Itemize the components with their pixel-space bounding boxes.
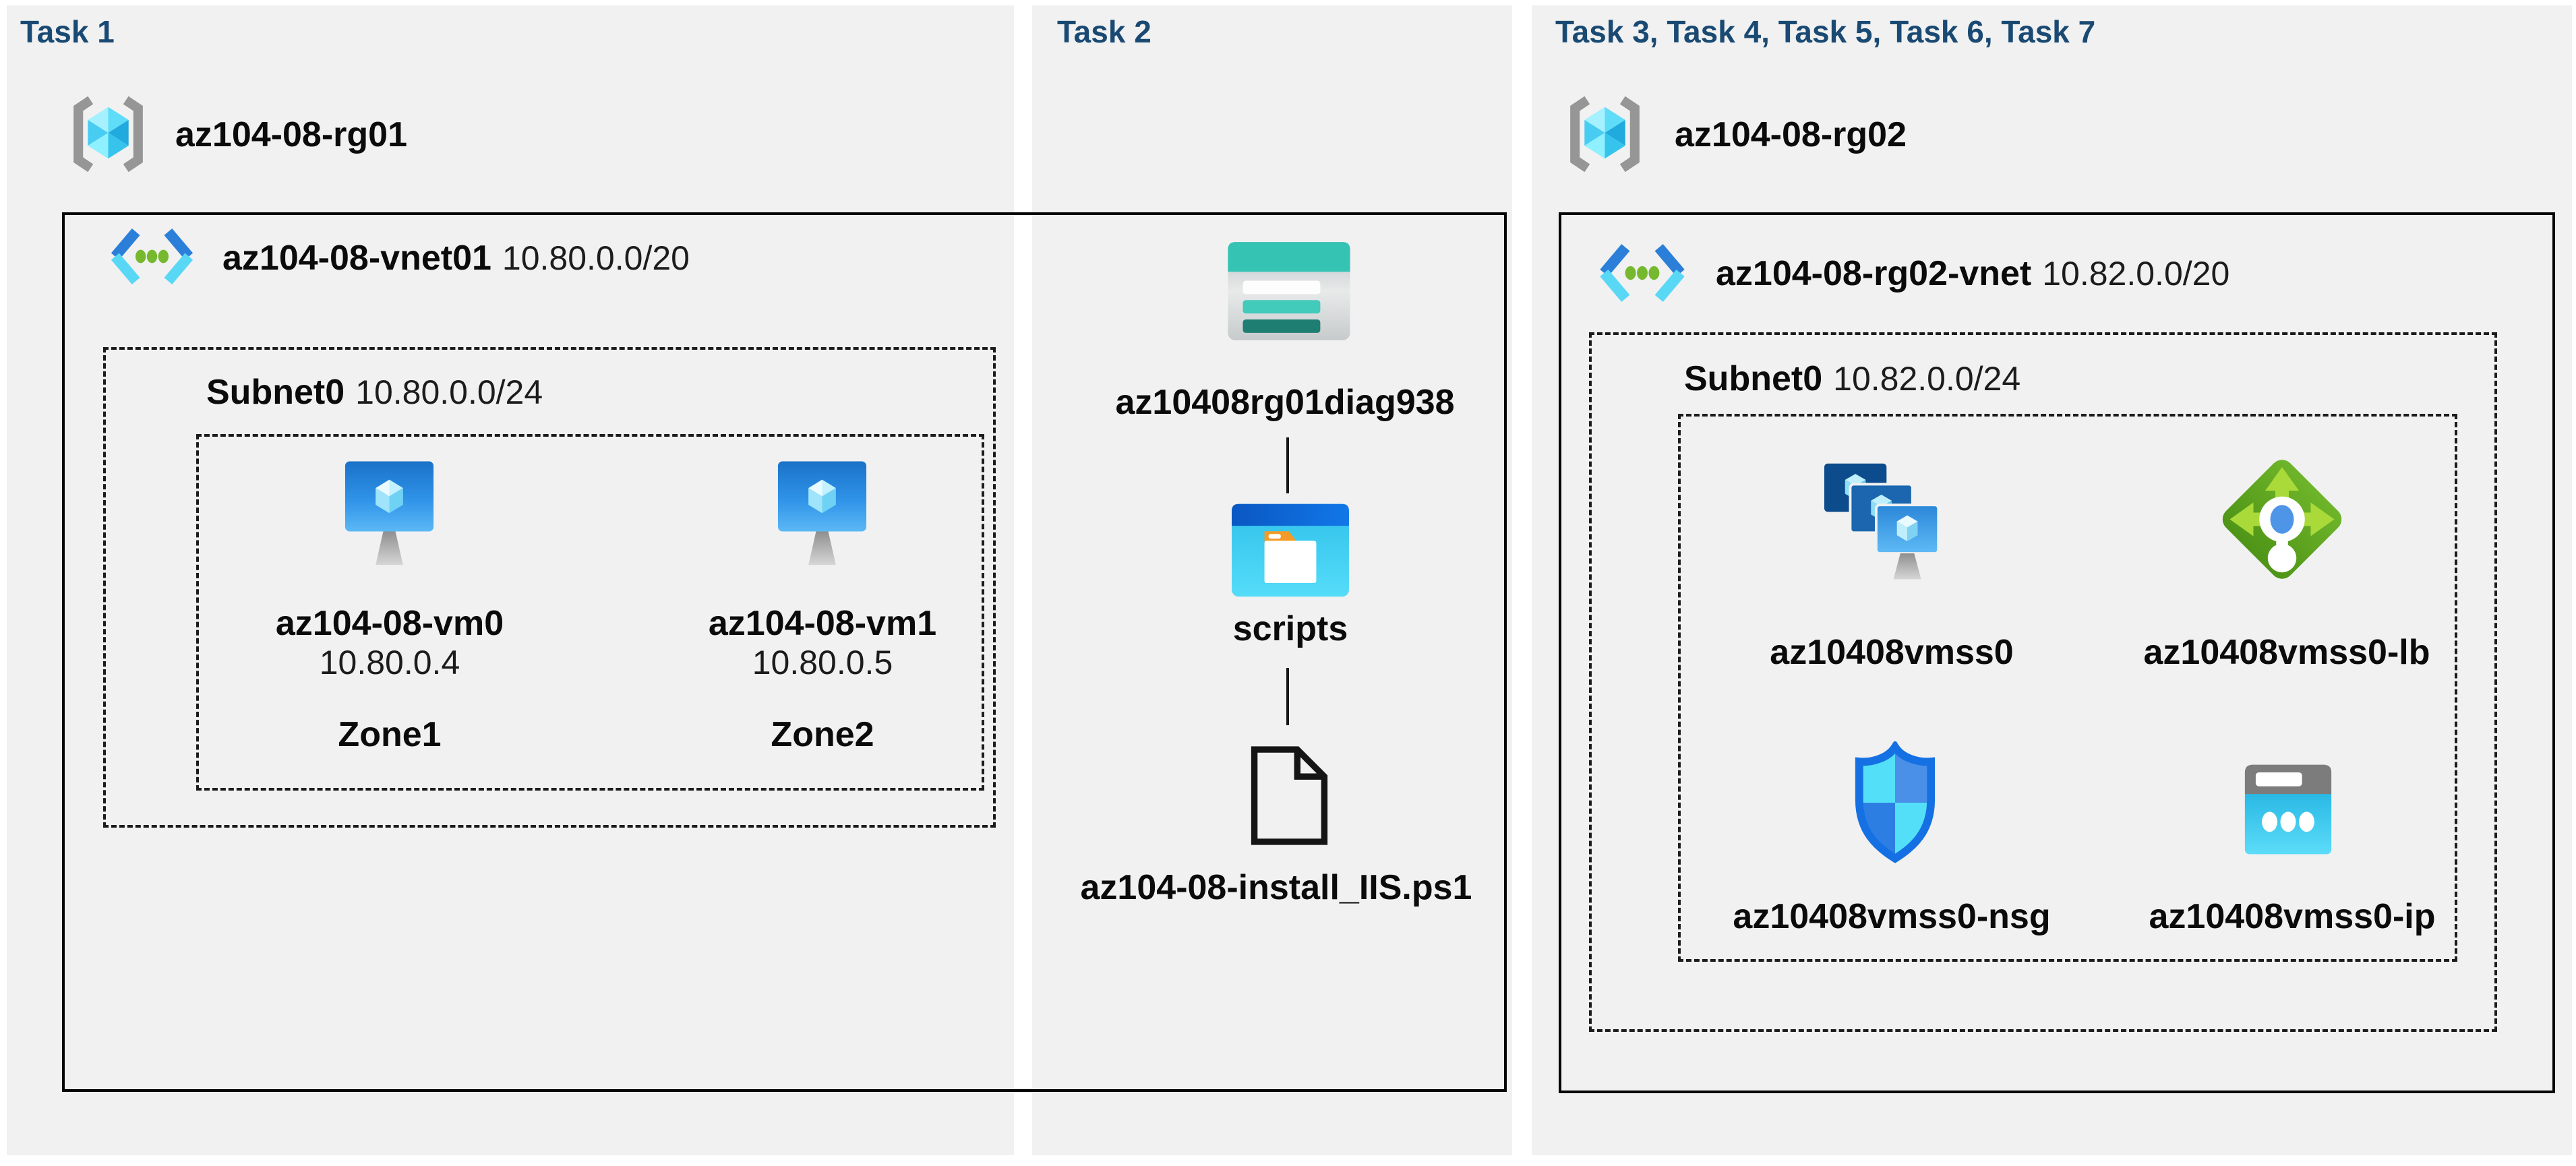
vmss-label: az10408vmss0 <box>1770 633 2014 672</box>
resource-group-icon <box>73 96 143 173</box>
resource-group-label: az104-08-rg01 <box>175 115 407 154</box>
vmss-icon <box>1824 463 1940 580</box>
storage-account-icon <box>1228 242 1350 340</box>
vm-group-box <box>196 434 984 791</box>
virtual-machine-icon <box>345 461 434 565</box>
subnet1-cidr: 10.80.0.0/24 <box>355 373 543 411</box>
virtual-machine-icon <box>777 461 867 565</box>
vnet1-label: az104-08-vnet01 10.80.0.0/20 <box>222 238 690 278</box>
vm0-ip: 10.80.0.4 <box>319 644 460 681</box>
vmss-group-box <box>1678 414 2457 962</box>
subnet2-cidr: 10.82.0.0/24 <box>1833 360 2021 398</box>
virtual-network-icon <box>111 228 193 284</box>
blob-container-icon <box>1232 503 1349 597</box>
vm0-name: az104-08-vm0 <box>275 604 504 643</box>
vm1-ip: 10.80.0.5 <box>752 644 893 681</box>
task2-title: Task 2 <box>1057 14 1151 49</box>
subnet1-name: Subnet0 <box>206 373 345 412</box>
vnet2-box <box>1559 212 2555 1093</box>
vnet1-cidr: 10.80.0.0/20 <box>502 239 690 277</box>
vnet2-label: az104-08-rg02-vnet 10.82.0.0/20 <box>1716 253 2229 294</box>
subnet1-box <box>103 347 996 828</box>
subnet1-label: Subnet0 10.80.0.0/24 <box>206 372 543 412</box>
resource-group-icon <box>1570 96 1640 173</box>
task1-title: Task 1 <box>20 14 115 49</box>
vm0-zone: Zone1 <box>338 715 442 754</box>
vnet2-cidr: 10.82.0.0/20 <box>2042 255 2230 293</box>
connector-container-file <box>1286 668 1289 725</box>
public-ip-label: az10408vmss0-ip <box>2149 897 2436 936</box>
load-balancer-label: az10408vmss0-lb <box>2143 633 2430 672</box>
connector-storage-container <box>1286 437 1289 493</box>
task3-panel <box>1532 5 2572 1155</box>
resource-group-label: az104-08-rg02 <box>1675 115 1907 154</box>
blob-container-label: scripts <box>1232 609 1348 648</box>
vm1-zone: Zone2 <box>771 715 874 754</box>
load-balancer-icon <box>2222 460 2342 579</box>
public-ip-icon <box>2244 764 2332 855</box>
nsg-icon <box>1853 741 1938 864</box>
script-file-label: az104-08-install_IIS.ps1 <box>1080 868 1472 907</box>
subnet2-box <box>1589 332 2497 1032</box>
vnet1-name: az104-08-vnet01 <box>222 239 491 278</box>
vm1-name: az104-08-vm1 <box>708 604 937 643</box>
subnet2-name: Subnet0 <box>1684 359 1823 398</box>
subnet2-label: Subnet0 10.82.0.0/24 <box>1684 359 2020 399</box>
vnet2-name: az104-08-rg02-vnet <box>1716 254 2032 293</box>
virtual-network-icon <box>1600 244 1685 302</box>
file-icon <box>1251 746 1328 845</box>
task1-panel <box>7 5 1014 1155</box>
nsg-label: az10408vmss0-nsg <box>1733 897 2051 936</box>
storage-account-label: az10408rg01diag938 <box>1115 383 1455 422</box>
task3-title: Task 3, Task 4, Task 5, Task 6, Task 7 <box>1555 14 2096 49</box>
vnet1-box <box>62 212 1507 1092</box>
